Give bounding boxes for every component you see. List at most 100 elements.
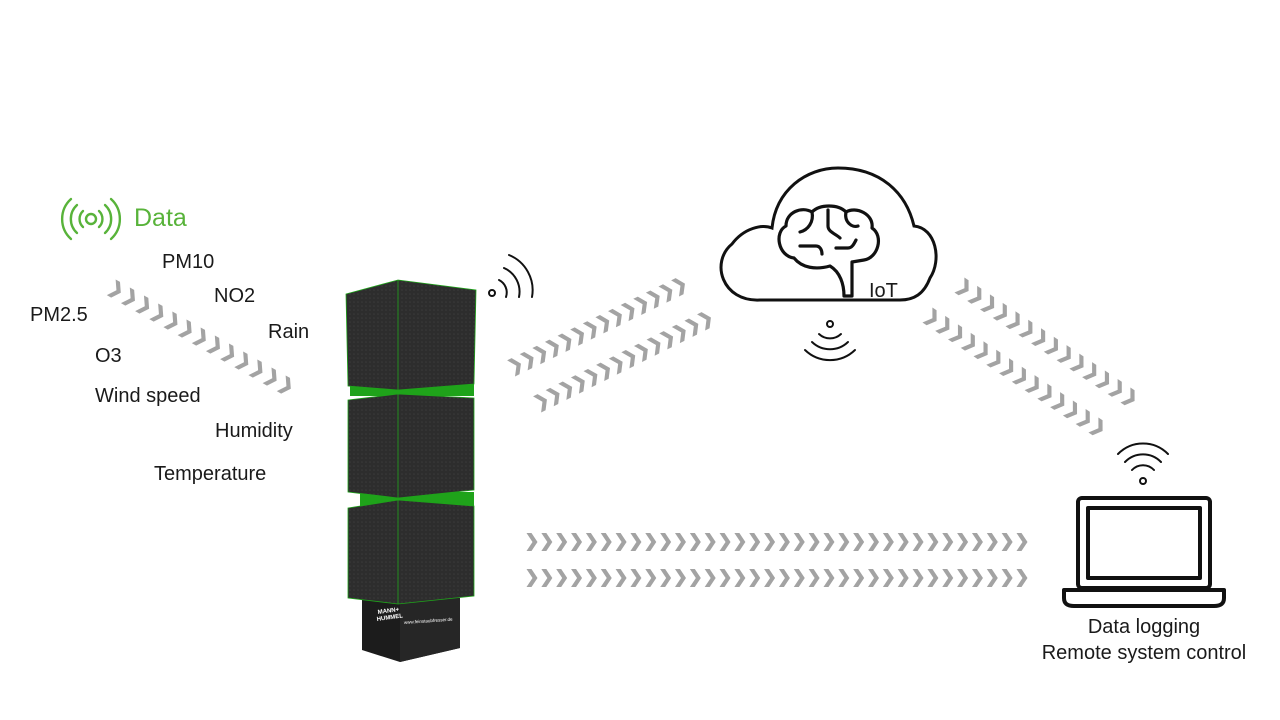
- chevron-arrow: [519, 349, 538, 371]
- chevron-arrow: [912, 533, 924, 551]
- data-signal-icon: [61, 197, 121, 241]
- chevron-arrow: [646, 334, 665, 356]
- chevron-arrow: [971, 533, 983, 551]
- cloud-icon: [719, 166, 938, 302]
- chevron-arrow: [645, 287, 664, 309]
- chevron-arrow: [620, 300, 639, 322]
- chevron-arrow: [942, 533, 954, 551]
- chevron-arrow: [912, 569, 924, 587]
- chevron-arrow: [1018, 319, 1038, 341]
- chevron-arrow: [557, 330, 576, 352]
- chevron-arrow: [262, 367, 282, 389]
- chevron-arrow: [971, 569, 983, 587]
- chevron-arrow: [689, 569, 701, 587]
- chevron-arrow: [986, 533, 998, 551]
- chevron-arrow: [967, 285, 987, 308]
- chevron-arrow: [957, 569, 969, 587]
- svg-text:HUMMEL: HUMMEL: [376, 613, 403, 623]
- param-o3: O3: [95, 345, 122, 367]
- chevron-arrow: [954, 277, 974, 299]
- arrows-laptop-to-device: [526, 569, 1028, 587]
- chevron-arrow: [596, 359, 615, 381]
- chevron-arrow: [960, 332, 980, 354]
- chevron-arrow: [556, 533, 568, 551]
- device-wifi-icon: [488, 254, 534, 298]
- chevron-arrow: [719, 569, 731, 587]
- cloud-signal-icon: [804, 320, 856, 362]
- chevron-arrow: [823, 569, 835, 587]
- chevron-arrow: [868, 533, 880, 551]
- chevron-arrow: [689, 533, 701, 551]
- chevron-arrow: [793, 569, 805, 587]
- chevron-arrow: [697, 309, 715, 331]
- chevron-arrow: [1062, 400, 1083, 422]
- chevron-arrow: [986, 569, 998, 587]
- chevron-arrow: [1043, 336, 1063, 358]
- chevron-arrow: [533, 391, 551, 413]
- chevron-arrow: [659, 328, 678, 350]
- chevron-arrow: [734, 569, 746, 587]
- param-pm10: PM10: [162, 251, 215, 273]
- caption-remote-control: Remote system control: [1041, 642, 1247, 664]
- chevron-arrow: [1001, 533, 1013, 551]
- air-purifier-device: [345, 279, 477, 662]
- chevron-arrow: [986, 349, 1006, 371]
- chevron-arrow: [935, 315, 955, 338]
- chevron-arrow: [615, 533, 627, 551]
- param-pm25: PM2.5: [30, 304, 88, 326]
- chevron-arrow: [570, 372, 589, 394]
- chevron-arrow: [764, 569, 776, 587]
- chevron-arrow: [853, 569, 865, 587]
- data-title: Data: [134, 204, 187, 232]
- chevron-arrow: [1005, 311, 1025, 333]
- arrows-cloud-to-device: [507, 275, 689, 377]
- chevron-arrow: [526, 533, 538, 551]
- chevron-arrow: [120, 287, 140, 309]
- chevron-arrow: [808, 533, 820, 551]
- chevron-arrow: [526, 569, 538, 587]
- laptop-icon: [1062, 496, 1226, 608]
- chevron-arrow: [645, 569, 657, 587]
- chevron-arrow: [658, 281, 677, 303]
- chevron-arrow: [979, 294, 1000, 316]
- chevron-arrow: [1075, 408, 1095, 431]
- chevron-arrow: [544, 337, 563, 359]
- chevron-arrow: [823, 533, 835, 551]
- arrows-cloud-to-laptop: [954, 277, 1140, 409]
- device-brand-logo: MANN+: [377, 607, 400, 616]
- chevron-arrow: [882, 569, 894, 587]
- chevron-arrow: [585, 569, 597, 587]
- chevron-arrow: [585, 533, 597, 551]
- arrows-data-to-device: [106, 279, 296, 397]
- chevron-arrow: [608, 353, 627, 375]
- chevron-arrow: [838, 533, 850, 551]
- arrows-laptop-to-cloud: [922, 307, 1108, 439]
- chevron-arrow: [671, 275, 689, 297]
- chevron-arrow: [645, 533, 657, 551]
- chevron-arrow: [660, 533, 672, 551]
- chevron-arrow: [571, 533, 583, 551]
- chevron-arrow: [793, 533, 805, 551]
- chevron-arrow: [507, 355, 525, 377]
- chevron-arrow: [149, 303, 168, 325]
- chevron-arrow: [608, 306, 626, 328]
- chevron-arrow: [630, 533, 642, 551]
- chevron-arrow: [532, 343, 551, 365]
- chevron-arrow: [838, 569, 850, 587]
- chevron-arrow: [106, 279, 126, 301]
- chevron-arrow: [897, 533, 909, 551]
- chevron-arrow: [684, 315, 703, 337]
- laptop-wifi-icon: [1117, 442, 1169, 485]
- chevron-arrow: [674, 569, 686, 587]
- arrows-device-to-cloud: [533, 309, 715, 413]
- chevron-arrow: [248, 359, 267, 381]
- chevron-arrow: [1094, 370, 1115, 392]
- chevron-arrow: [704, 533, 716, 551]
- param-humidity: Humidity: [215, 420, 293, 442]
- chevron-arrow: [1016, 569, 1028, 587]
- chevron-arrow: [1011, 366, 1031, 388]
- chevron-arrow: [764, 533, 776, 551]
- chevron-arrow: [1016, 533, 1028, 551]
- chevron-arrow: [556, 569, 568, 587]
- chevron-arrow: [808, 569, 820, 587]
